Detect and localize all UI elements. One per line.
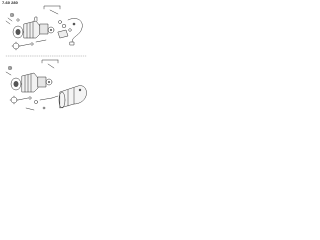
- upper-solenoid-ribs: [26, 21, 34, 39]
- upper-washer-1: [9, 12, 15, 18]
- lower-small-washer: [42, 106, 46, 110]
- upper-shaft: [19, 43, 31, 47]
- upper-cable-terminal: [69, 41, 75, 46]
- upper-bolt-2: [5, 20, 11, 25]
- upper-callout-leader: [49, 9, 59, 15]
- lower-gear-bottom: [10, 96, 18, 104]
- lower-motor-end: [58, 91, 66, 109]
- lower-through-bolt: [39, 97, 53, 101]
- lower-washer-1: [7, 65, 13, 71]
- lower-pinion-hub: [48, 81, 50, 83]
- lower-washer-1-hole: [9, 67, 11, 69]
- lower-callout-leader: [47, 63, 55, 69]
- upper-retainer: [30, 42, 34, 46]
- lower-starter-assembly: [5, 59, 87, 111]
- lower-pinion-gear: [45, 78, 53, 86]
- lower-gear-teeth: [9, 95, 19, 105]
- upper-drive-housing: [39, 23, 49, 35]
- lower-motor-bands: [67, 87, 75, 107]
- lower-retainer: [28, 96, 32, 100]
- lower-bolt-1: [5, 71, 12, 76]
- upper-washer-1-hole: [11, 14, 13, 16]
- upper-end-frame: [12, 25, 24, 39]
- lower-motor-terminal: [78, 88, 82, 92]
- exploded-parts-diagram: [5, 5, 87, 111]
- upper-cable-loop: [67, 18, 83, 43]
- upper-through-bolt: [35, 39, 47, 43]
- upper-gear-bottom: [12, 42, 20, 50]
- lower-shaft: [17, 97, 29, 101]
- upper-pinion-hub: [50, 29, 52, 31]
- upper-end-frame-inner: [15, 29, 21, 35]
- upper-gear-teeth: [11, 41, 21, 51]
- lower-solenoid-body: [21, 72, 39, 93]
- upper-bushing: [68, 28, 72, 32]
- upper-callout-bracket: [43, 5, 61, 10]
- upper-solenoid-body: [23, 20, 41, 39]
- lower-callout-bracket: [41, 59, 59, 64]
- page-code-label: 7-60 280: [2, 0, 18, 5]
- parts-diagram-page: 7-60 280: [0, 0, 92, 120]
- upper-bolt-1: [7, 17, 13, 22]
- lower-spring-1: [34, 100, 38, 104]
- upper-starter-assembly: [5, 5, 83, 51]
- lower-drive-housing: [37, 76, 47, 88]
- lower-leader-1: [51, 95, 59, 99]
- upper-spring-2: [61, 23, 67, 29]
- upper-terminal-post: [33, 16, 38, 22]
- lower-end-frame-inner: [13, 81, 19, 87]
- lower-bolt-2: [25, 107, 35, 111]
- upper-spring-1: [58, 20, 62, 24]
- lower-end-frame: [10, 77, 22, 91]
- lower-motor-frame: [59, 85, 87, 109]
- upper-nut-1: [16, 18, 20, 22]
- upper-pinion-gear: [47, 26, 55, 34]
- upper-brush-plate: [57, 29, 69, 39]
- upper-cable-clip: [72, 22, 76, 26]
- lower-solenoid-ribs: [24, 73, 32, 93]
